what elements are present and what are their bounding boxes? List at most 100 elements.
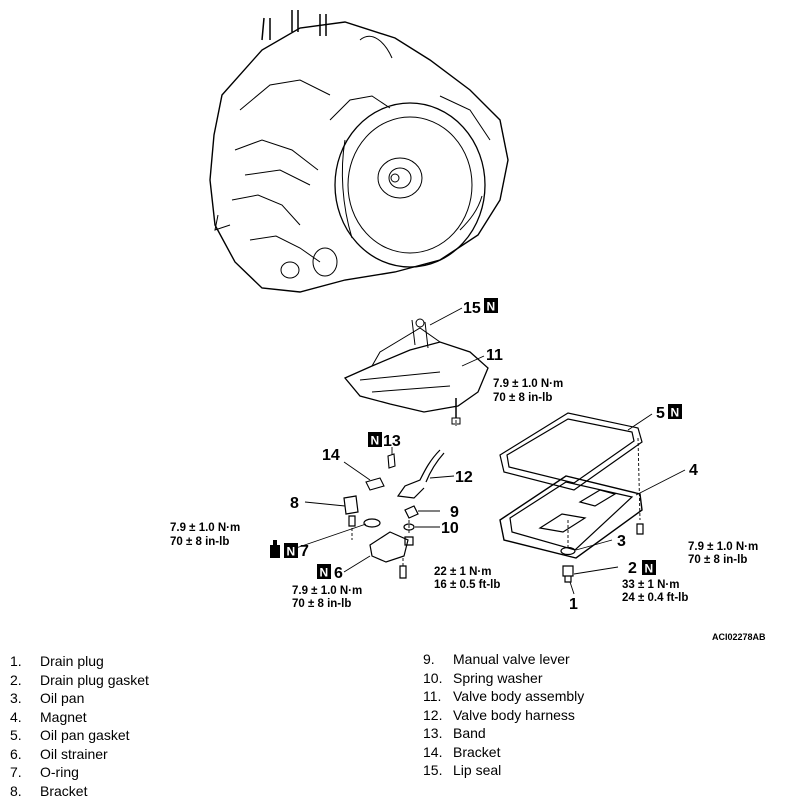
legend-item: 4.Magnet bbox=[10, 708, 149, 727]
torque-drain-ft: 24 ± 0.4 ft-lb bbox=[622, 592, 688, 604]
legend-number: 6. bbox=[10, 745, 22, 762]
legend-part-name: Oil strainer bbox=[40, 745, 108, 762]
n-mark-2: N bbox=[645, 562, 654, 576]
legend-item: 1. Drain plug bbox=[10, 652, 149, 671]
legend-part-name: O-ring bbox=[40, 764, 79, 780]
valve-body-illustration bbox=[343, 318, 489, 425]
legend-part-name: Spring washer bbox=[453, 669, 543, 686]
legend-part-name: Bracket bbox=[453, 743, 501, 760]
legend-number: 2. bbox=[10, 671, 22, 688]
legend-item: 15. Lip seal bbox=[423, 761, 584, 780]
torque-lever-nm: 22 ± 1 N·m bbox=[434, 566, 491, 578]
torque-oil-pan-nm: 7.9 ± 1.0 N·m bbox=[688, 541, 758, 553]
n-badge-2 bbox=[642, 560, 656, 575]
torque-strainer-nm: 7.9 ± 1.0 N·m bbox=[292, 585, 362, 597]
callout-1: 1 bbox=[569, 596, 578, 613]
valve-body-harness-illustration bbox=[396, 449, 445, 499]
legend-part-name: Lip seal bbox=[453, 762, 502, 778]
n-badge-15 bbox=[484, 298, 498, 313]
legend-part-name: Drain plug bbox=[40, 653, 104, 669]
n-badge-13 bbox=[368, 432, 382, 447]
callout-10: 10 bbox=[441, 520, 459, 537]
legend-number: 13. bbox=[423, 725, 443, 741]
legend-item: 10. Spring washer bbox=[423, 669, 584, 688]
torque-bracket-nm: 7.9 ± 1.0 N·m bbox=[170, 522, 240, 534]
callout-3: 3 bbox=[617, 533, 626, 550]
legend-part-name: Valve body assembly bbox=[453, 688, 585, 704]
legend-number: 14. bbox=[423, 743, 443, 760]
callout-6: 6 bbox=[334, 565, 343, 582]
legend-number: 11. bbox=[423, 688, 442, 704]
legend-item: 8. Bracket bbox=[10, 782, 149, 801]
legend-part-name: Drain plug gasket bbox=[40, 671, 149, 688]
legend-item: 12. Valve body harness bbox=[423, 706, 584, 725]
torque-specs: 7.9 ± 1.0 N·m 70 ± 8 in-lb 7.9 ± 1.0 N·m… bbox=[170, 378, 758, 610]
legend-number: 4. bbox=[10, 708, 22, 725]
callout-4: 4 bbox=[689, 462, 698, 479]
n-mark-7: N bbox=[287, 545, 296, 559]
legend-item: 9. Manual valve lever bbox=[423, 650, 584, 669]
legend-number: 12. bbox=[423, 706, 443, 723]
transaxle-case-illustration bbox=[209, 10, 509, 293]
legend-part-name: Oil pan bbox=[40, 690, 85, 706]
illustration-code: ACI02278AB bbox=[712, 632, 766, 642]
torque-strainer-in: 70 ± 8 in-lb bbox=[292, 598, 351, 610]
torque-oil-pan-in: 70 ± 8 in-lb bbox=[688, 554, 747, 566]
legend-number: 1. bbox=[10, 653, 22, 669]
legend-number: 5. bbox=[10, 727, 22, 743]
legend-part-name: Bracket bbox=[40, 782, 88, 799]
n-badge-7 bbox=[284, 543, 298, 558]
torque-bracket-in: 70 ± 8 in-lb bbox=[170, 536, 229, 548]
legend-number: 3. bbox=[10, 690, 22, 706]
torque-drain-nm: 33 ± 1 N·m bbox=[622, 579, 679, 591]
legend-item: 5. Oil pan gasket bbox=[10, 726, 149, 745]
legend-number: 8. bbox=[10, 782, 22, 799]
callout-5: 5 bbox=[656, 405, 665, 422]
legend-item: 6. Oil strainer bbox=[10, 745, 149, 764]
legend-number: 7. bbox=[10, 764, 22, 780]
legend-number: 9. bbox=[423, 651, 435, 667]
oil-pan-illustration bbox=[499, 475, 643, 559]
legend-number: 10. bbox=[423, 669, 443, 686]
torque-lever-ft: 16 ± 0.5 ft-lb bbox=[434, 579, 500, 591]
legend-item: 7. O-ring bbox=[10, 763, 149, 782]
parts-legend-right: 9. Manual valve lever 10. Spring washer 11… bbox=[423, 650, 584, 780]
band-and-bracket-illustration bbox=[365, 453, 396, 491]
pan-bolt-illustration bbox=[636, 523, 644, 535]
callout-12: 12 bbox=[455, 469, 473, 486]
legend-part-name: Oil pan gasket bbox=[40, 727, 130, 743]
callout-labels: 15 N 11 5 N 4 3 2 N 1 12 N 13 14 8 9 10 … bbox=[270, 298, 698, 613]
callout-7: 7 bbox=[300, 543, 309, 560]
legend-item: 11. Valve body assembly bbox=[423, 687, 584, 706]
oil-can-icon-cap bbox=[273, 540, 277, 545]
callout-9: 9 bbox=[450, 504, 459, 521]
n-mark-6: N bbox=[320, 566, 329, 580]
oil-pan-gasket-illustration bbox=[499, 412, 643, 491]
legend-item: 13. Band bbox=[423, 724, 584, 743]
legend-number: 15. bbox=[423, 762, 443, 778]
callout-2: 2 bbox=[628, 560, 637, 577]
leader-lines bbox=[295, 307, 686, 595]
oil-strainer-illustration bbox=[363, 518, 409, 579]
oil-can-icon bbox=[270, 545, 280, 558]
callout-15: 15 bbox=[463, 300, 481, 317]
legend-item: 3. Oil pan bbox=[10, 689, 149, 708]
legend-part-name: Band bbox=[453, 725, 486, 741]
legend-item: 2. Drain plug gasket bbox=[10, 671, 149, 690]
n-badge-6 bbox=[317, 564, 331, 579]
legend-part-name: Valve body harness bbox=[453, 706, 575, 723]
callout-11: 11 bbox=[486, 347, 503, 364]
callout-13: 13 bbox=[383, 433, 401, 450]
callout-14: 14 bbox=[322, 447, 340, 464]
bracket-8-illustration bbox=[343, 495, 359, 527]
callout-8: 8 bbox=[290, 495, 299, 512]
torque-valve-body-nm: 7.9 ± 1.0 N·m bbox=[493, 378, 563, 390]
exploded-view-diagram: 15 N 11 5 N 4 3 2 N 1 12 N 13 14 8 9 10 … bbox=[170, 10, 758, 613]
torque-valve-body-in: 70 ± 8 in-lb bbox=[493, 392, 552, 404]
n-mark-15: N bbox=[487, 300, 496, 314]
drain-plug-illustration bbox=[560, 546, 576, 583]
legend-part-name: Manual valve lever bbox=[453, 651, 570, 667]
n-mark-5: N bbox=[671, 406, 680, 420]
legend-item: 14. Bracket bbox=[423, 743, 584, 762]
n-mark-13: N bbox=[371, 434, 380, 448]
